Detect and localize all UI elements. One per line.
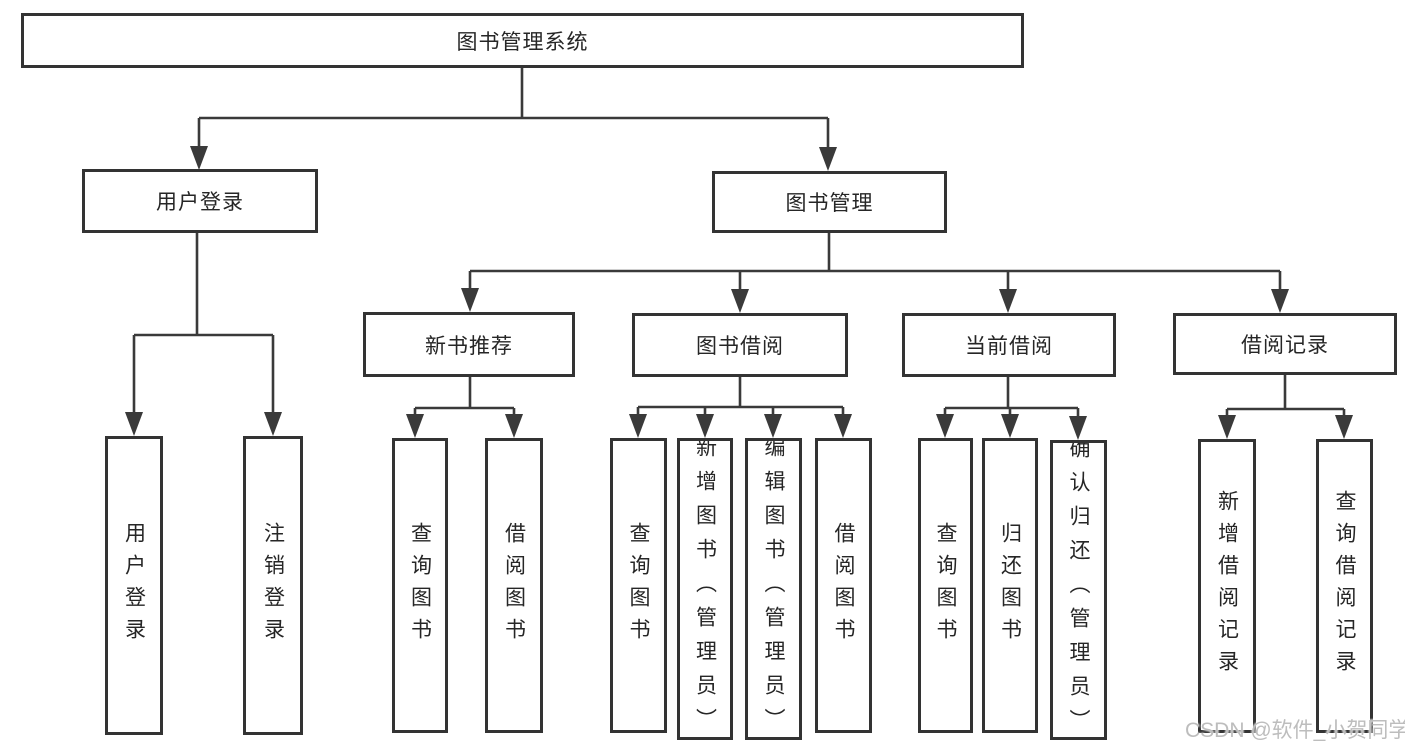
leaf-label: 查询图书 — [934, 521, 957, 650]
arrowhead-icons — [125, 146, 1353, 440]
leaf-rec-borrow-book: 借阅图书 — [485, 438, 543, 733]
leaf-bb-add-book-admin: 新增图书（管理员） — [677, 438, 733, 740]
leaf-user-login: 用户登录 — [105, 436, 163, 735]
node-current-borrow: 当前借阅 — [902, 313, 1116, 377]
leaf-label: 用户登录 — [122, 521, 146, 650]
node-label: 当前借阅 — [965, 335, 1053, 358]
leaf-label: 编辑图书（管理员） — [762, 438, 785, 740]
leaf-label: 查询借阅记录 — [1333, 490, 1356, 682]
leaf-rec-query-book: 查询图书 — [392, 438, 448, 733]
node-book-borrow: 图书借阅 — [632, 313, 848, 377]
leaf-label: 确认归还（管理员） — [1067, 440, 1090, 740]
leaf-br-add-record: 新增借阅记录 — [1198, 439, 1256, 733]
leaf-cb-query-book: 查询图书 — [918, 438, 973, 733]
leaf-label: 查询图书 — [408, 521, 432, 650]
node-library-management-system: 图书管理系统 — [21, 13, 1024, 68]
node-user-login: 用户登录 — [82, 169, 318, 233]
leaf-label: 借阅图书 — [832, 521, 855, 650]
leaf-label: 新增借阅记录 — [1215, 490, 1239, 682]
node-label: 用户登录 — [156, 191, 244, 214]
node-label: 借阅记录 — [1241, 334, 1329, 357]
watermark: CSDN @软件_小贺同学 — [1185, 719, 1405, 742]
leaf-label: 注销登录 — [261, 521, 285, 650]
node-label: 图书管理系统 — [456, 30, 589, 54]
leaf-label: 新增图书（管理员） — [693, 438, 717, 740]
leaf-cb-confirm-return-admin: 确认归还（管理员） — [1050, 440, 1107, 740]
node-borrow-records: 借阅记录 — [1173, 313, 1397, 375]
leaf-bb-edit-book-admin: 编辑图书（管理员） — [745, 438, 802, 740]
leaf-label: 查询图书 — [627, 521, 650, 650]
node-book-management: 图书管理 — [712, 171, 947, 233]
node-new-book-recommend: 新书推荐 — [363, 312, 575, 377]
leaf-label: 借阅图书 — [502, 521, 526, 650]
leaf-bb-query-book: 查询图书 — [610, 438, 667, 733]
leaf-bb-borrow-book: 借阅图书 — [815, 438, 872, 733]
node-label: 图书管理 — [785, 192, 874, 215]
node-label: 新书推荐 — [425, 334, 513, 358]
leaf-br-query-record: 查询借阅记录 — [1316, 439, 1373, 733]
leaf-logout: 注销登录 — [243, 436, 303, 735]
leaf-cb-return-book: 归还图书 — [982, 438, 1038, 733]
node-label: 图书借阅 — [696, 335, 784, 358]
leaf-label: 归还图书 — [998, 521, 1022, 650]
